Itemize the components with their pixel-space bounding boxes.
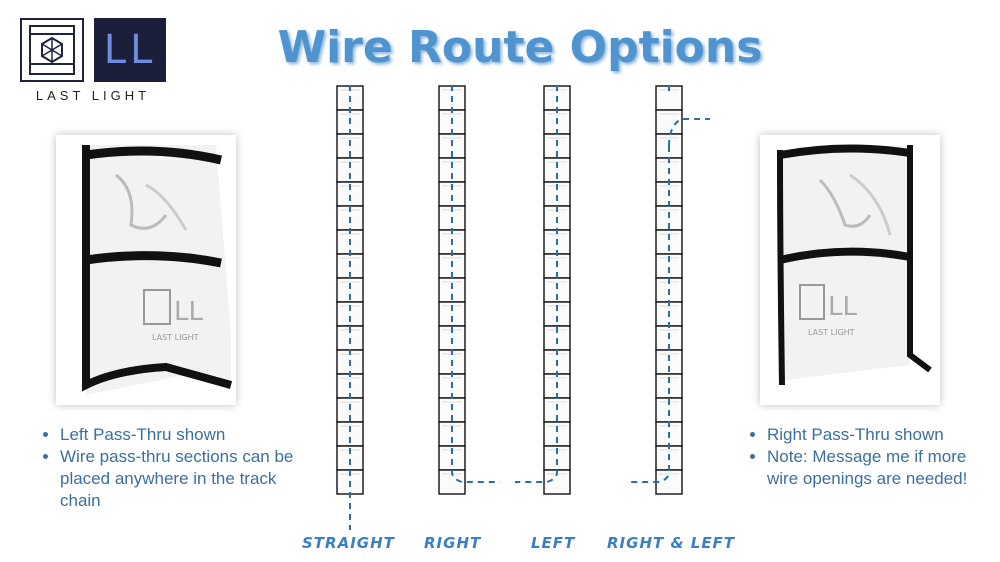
chain-left <box>515 84 571 495</box>
left-pass-thru-photo: LL LAST LIGHT <box>56 135 236 405</box>
right-bullet-2: Note: Message me if more wire openings a… <box>767 446 985 490</box>
left-bullet-1: Left Pass-Thru shown <box>60 424 298 446</box>
last-light-logo: LL LAST LIGHT <box>18 14 168 109</box>
right-bullets: Right Pass-Thru shown Note: Message me i… <box>745 424 985 490</box>
chain-right <box>438 84 500 495</box>
wire-path <box>451 84 500 483</box>
left-bullet-2: Wire pass-thru sections can be placed an… <box>60 446 298 512</box>
chain-right-and-left <box>629 84 710 495</box>
route-label-right: RIGHT <box>424 534 482 552</box>
chain-straight <box>336 84 364 530</box>
logo-ll-mark: LL <box>94 18 166 82</box>
wire-path <box>629 146 670 483</box>
wire-path <box>668 118 710 147</box>
logo-text: LAST LIGHT <box>35 88 151 103</box>
route-label-right-and-left: RIGHT & LEFT <box>607 534 736 552</box>
svg-text:LL: LL <box>828 292 857 322</box>
wire-path <box>515 84 558 483</box>
right-pass-thru-photo: LL LAST LIGHT <box>760 135 940 405</box>
svg-text:LL: LL <box>174 297 203 327</box>
svg-text:LAST LIGHT: LAST LIGHT <box>152 333 199 342</box>
route-label-left: LEFT <box>531 534 576 552</box>
right-bullet-1: Right Pass-Thru shown <box>767 424 985 446</box>
printer-icon <box>20 18 84 82</box>
left-bullets: Left Pass-Thru shown Wire pass-thru sect… <box>38 424 298 512</box>
svg-text:LAST LIGHT: LAST LIGHT <box>808 328 855 337</box>
page-title: Wire Route Options <box>277 22 763 73</box>
route-label-straight: STRAIGHT <box>302 534 395 552</box>
